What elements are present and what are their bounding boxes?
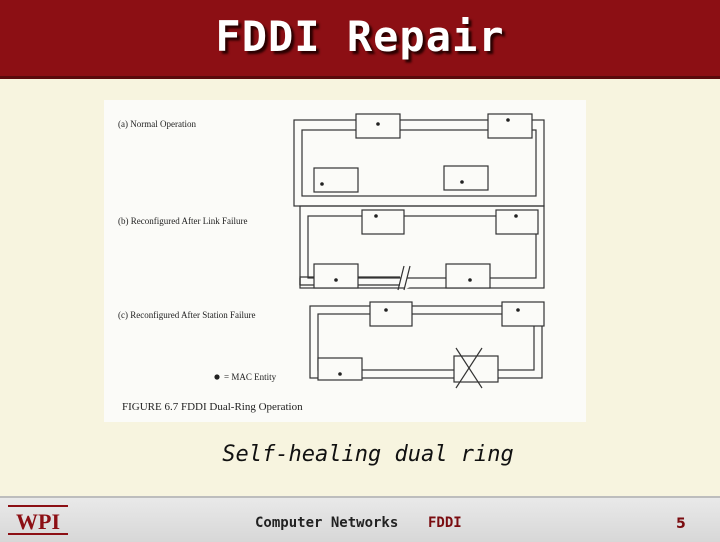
slide-title: FDDI Repair xyxy=(215,12,505,61)
page-number: 5 xyxy=(676,516,686,532)
fddi-figure: (a) Normal Operation (b) Reconfigured Af… xyxy=(104,100,586,422)
footer-bar: WPI Computer Networks FDDI 5 xyxy=(0,496,720,542)
fddi-dual-ring-diagram: (a) Normal Operation (b) Reconfigured Af… xyxy=(118,113,545,413)
wpi-logo: WPI xyxy=(8,505,68,535)
logo-text: WPI xyxy=(16,509,60,534)
panel-b-rings xyxy=(299,205,545,291)
footer-topic: FDDI xyxy=(428,515,462,531)
figure-caption: FIGURE 6.7 FDDI Dual-Ring Operation xyxy=(122,401,303,413)
mac-entity-dots xyxy=(214,118,520,380)
legend-label: = MAC Entity xyxy=(224,372,277,382)
panel-a-label: (a) Normal Operation xyxy=(118,119,196,129)
footer-course: Computer Networks xyxy=(255,515,399,531)
panel-c-label: (c) Reconfigured After Station Failure xyxy=(118,310,255,320)
panel-a-rings xyxy=(293,113,545,207)
title-bar: FDDI Repair xyxy=(0,0,720,79)
slide-caption: Self-healing dual ring xyxy=(222,442,514,467)
panel-c-rings xyxy=(309,301,545,389)
panel-b-label: (b) Reconfigured After Link Failure xyxy=(118,216,247,226)
